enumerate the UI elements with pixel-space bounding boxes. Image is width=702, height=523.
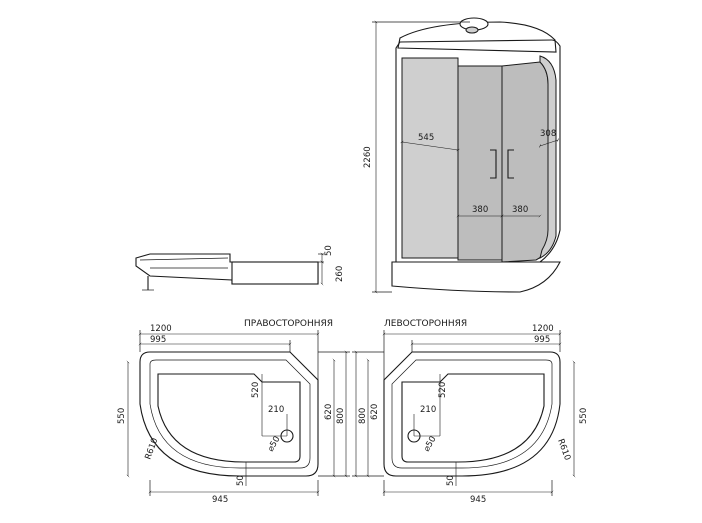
cabin-front-view: 545 308 380 380 2260 <box>363 17 561 294</box>
plan-left-depth-outer: 550 <box>579 408 589 424</box>
plan-left-drain-diameter: ⌀50 <box>422 435 439 454</box>
plan-left-width-total: 1200 <box>532 324 554 334</box>
plan-right-bottom-margin: 50 <box>236 475 246 486</box>
plan-right-width-inner: 945 <box>212 495 228 505</box>
left-glass-panel <box>401 57 459 259</box>
cabin-frame <box>395 39 561 263</box>
tray-side-view: 50 260 <box>135 245 345 291</box>
plan-right-drain-diameter: ⌀50 <box>266 435 283 454</box>
plan-right-width-total: 1200 <box>150 324 172 334</box>
cabin-roof <box>397 21 557 53</box>
tray-top-label: 50 <box>324 245 334 256</box>
door-handle-right-icon <box>507 149 514 179</box>
plan-left-hand: ЛЕВОСТОРОННЯЯ 1200 995 945 550 R610 800 … <box>352 319 589 505</box>
plan-left-width-inner: 945 <box>470 495 486 505</box>
side-glass-panel <box>539 55 557 259</box>
door-handle-left-icon <box>490 149 497 179</box>
plan-left-caption: ЛЕВОСТОРОННЯЯ <box>384 319 467 329</box>
plan-right-depth-outer: 550 <box>117 408 127 424</box>
plan-right-outline <box>139 351 319 477</box>
plan-right-radius: R610 <box>143 437 160 461</box>
plan-left-depth-620: 620 <box>370 404 380 420</box>
plan-left-bottom-margin: 50 <box>446 475 456 486</box>
plan-right-depth-800: 800 <box>336 408 346 424</box>
door-width-label: 545 <box>418 133 434 143</box>
plan-right-drain-x: 210 <box>268 405 284 415</box>
plan-right-width-straight: 995 <box>150 335 166 345</box>
cabin-height-label: 2260 <box>363 146 373 168</box>
cabin-base <box>391 261 561 293</box>
plan-left-depth-800: 800 <box>358 408 368 424</box>
door-left-label: 380 <box>472 205 488 215</box>
plan-right-hand: ПРАВОСТОРОННЯЯ 1200 995 945 550 R610 <box>117 319 350 505</box>
tray-height-label: 260 <box>335 266 345 282</box>
plan-left-outline <box>383 351 561 477</box>
plan-left-drain-offset: 520 <box>438 382 448 398</box>
plan-left-width-straight: 995 <box>534 335 550 345</box>
plan-left-basin <box>401 373 545 463</box>
side-width-label: 308 <box>540 129 556 139</box>
door-right-panel <box>501 61 549 263</box>
plan-right-basin <box>157 373 301 463</box>
plan-left-drain-x: 210 <box>420 405 436 415</box>
plan-left-radius: R610 <box>555 438 572 462</box>
plan-right-caption: ПРАВОСТОРОННЯЯ <box>244 319 333 329</box>
plan-right-depth-620: 620 <box>324 404 334 420</box>
door-right-label: 380 <box>512 205 528 215</box>
door-left-panel <box>457 65 503 261</box>
plan-right-drain-offset: 520 <box>251 382 261 398</box>
tray-apron <box>231 261 319 285</box>
ceiling-light-icon <box>465 26 479 34</box>
